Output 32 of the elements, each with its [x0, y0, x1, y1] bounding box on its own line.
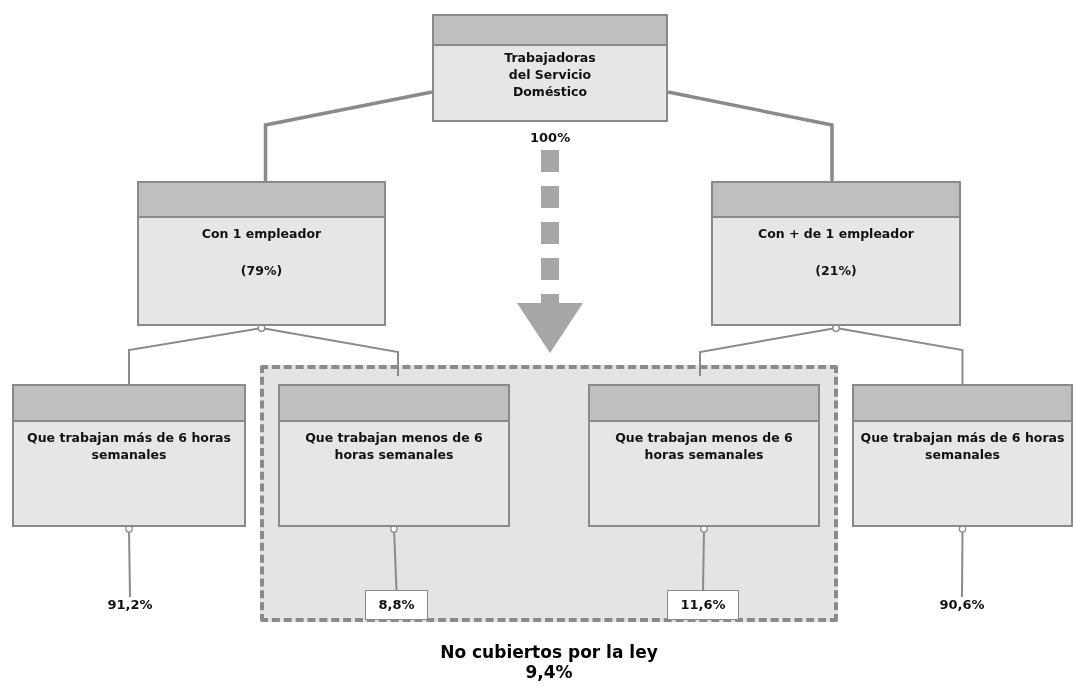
box-label: Que trabajan menos de 6 horas semanales: [304, 430, 484, 464]
connector-line: [700, 525, 708, 591]
percentage-box: 11,6%: [667, 590, 739, 620]
dashed-arrow: [517, 150, 583, 353]
connector-line: [125, 525, 133, 598]
box-label: Con + de 1 empleador: [757, 226, 915, 243]
box-label: Trabajadoras del Servicio Doméstico: [503, 50, 597, 101]
category-box: [12, 384, 246, 527]
percentage-value: 100%: [530, 130, 571, 145]
connector-line: [257, 324, 399, 377]
category-box: [137, 181, 386, 326]
box-label: (21%): [814, 262, 858, 280]
box-label: Con 1 empleador: [200, 226, 323, 243]
region-caption: No cubiertos por la ley: [440, 642, 658, 662]
category-box: [278, 384, 510, 527]
category-box: [588, 384, 820, 527]
region-caption: 9,4%: [525, 662, 573, 682]
percentage-value: 90,6%: [927, 597, 997, 613]
box-label: (79%): [239, 262, 284, 280]
connector-line: [667, 90, 834, 181]
box-label: Que trabajan más de 6 horas semanales: [859, 430, 1066, 464]
connector-line: [263, 90, 433, 181]
category-box: [432, 14, 668, 122]
percentage-value: 91,2%: [95, 597, 165, 613]
category-box: [852, 384, 1073, 527]
box-label: Que trabajan menos de 6 horas semanales: [614, 430, 794, 464]
percentage-box: 8,8%: [365, 590, 428, 620]
connector-line: [958, 525, 967, 598]
connector-line: [832, 324, 964, 385]
connector-line: [390, 525, 398, 591]
category-box: [711, 181, 961, 326]
box-label: Que trabajan más de 6 horas semanales: [26, 430, 232, 464]
